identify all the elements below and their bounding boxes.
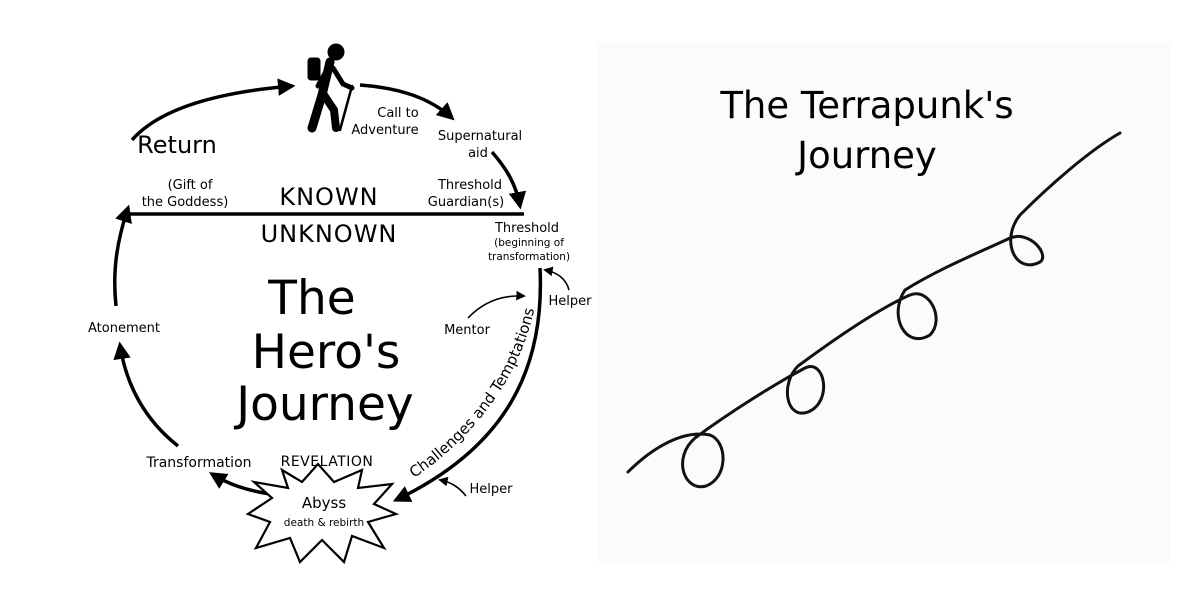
- abyss-note: death & rebirth: [284, 517, 364, 529]
- return-label: Return: [137, 131, 217, 159]
- helper-bottom-arrow: [438, 476, 467, 497]
- threshold-guardians-line-2: Guardian(s): [428, 195, 504, 210]
- heros-title-line-3: Journey: [233, 377, 413, 432]
- revelation-label: REVELATION: [281, 454, 374, 470]
- spiral-path: [626, 131, 1122, 489]
- arc-transformation-to-atonement: [113, 341, 180, 448]
- unknown-label: UNKNOWN: [261, 220, 398, 248]
- mentor-label: Mentor: [444, 323, 491, 338]
- terrapunk-title-line-1: The Terrapunk's: [719, 84, 1013, 127]
- threshold-guardians-line-1: Threshold: [437, 178, 502, 193]
- supernatural-aid-line-1: Supernatural: [438, 129, 522, 144]
- known-label: KNOWN: [279, 183, 378, 211]
- abyss-burst: [245, 462, 400, 565]
- call-to-adventure-line-1: Call to: [377, 106, 418, 121]
- gift-line-2: the Goddess): [142, 195, 229, 210]
- terrapunk-title-line-2: Journey: [795, 134, 937, 177]
- terrapunk-panel: [598, 42, 1170, 562]
- call-to-adventure-line-2: Adventure: [351, 123, 418, 138]
- threshold-label: Threshold: [494, 221, 559, 236]
- supernatural-aid-line-2: aid: [468, 146, 488, 161]
- threshold-note-line-1: (beginning of: [494, 237, 564, 249]
- arc-call-to-aid: [359, 83, 455, 121]
- arc-challenges: [392, 267, 543, 502]
- threshold-note-line-2: transformation): [488, 251, 570, 263]
- arc-atonement-to-return: [113, 204, 132, 307]
- heros-title-line-1: The: [267, 271, 355, 326]
- mentor-arrow: [467, 290, 526, 319]
- heros-title-line-2: Hero's: [252, 325, 401, 380]
- arc-return-to-top: [130, 78, 296, 142]
- atonement-label: Atonement: [88, 321, 160, 336]
- arc-abyss-to-transformation: [209, 472, 271, 496]
- gift-line-1: (Gift of: [168, 178, 213, 193]
- arc-aid-to-threshold: [490, 150, 527, 210]
- helper-bottom-label: Helper: [470, 482, 514, 497]
- transformation-label: Transformation: [145, 455, 251, 471]
- helper-top-label: Helper: [549, 294, 593, 309]
- abyss-label: Abyss: [302, 494, 346, 512]
- helper-top-arrow: [543, 266, 570, 291]
- hiker-icon: [307, 43, 355, 133]
